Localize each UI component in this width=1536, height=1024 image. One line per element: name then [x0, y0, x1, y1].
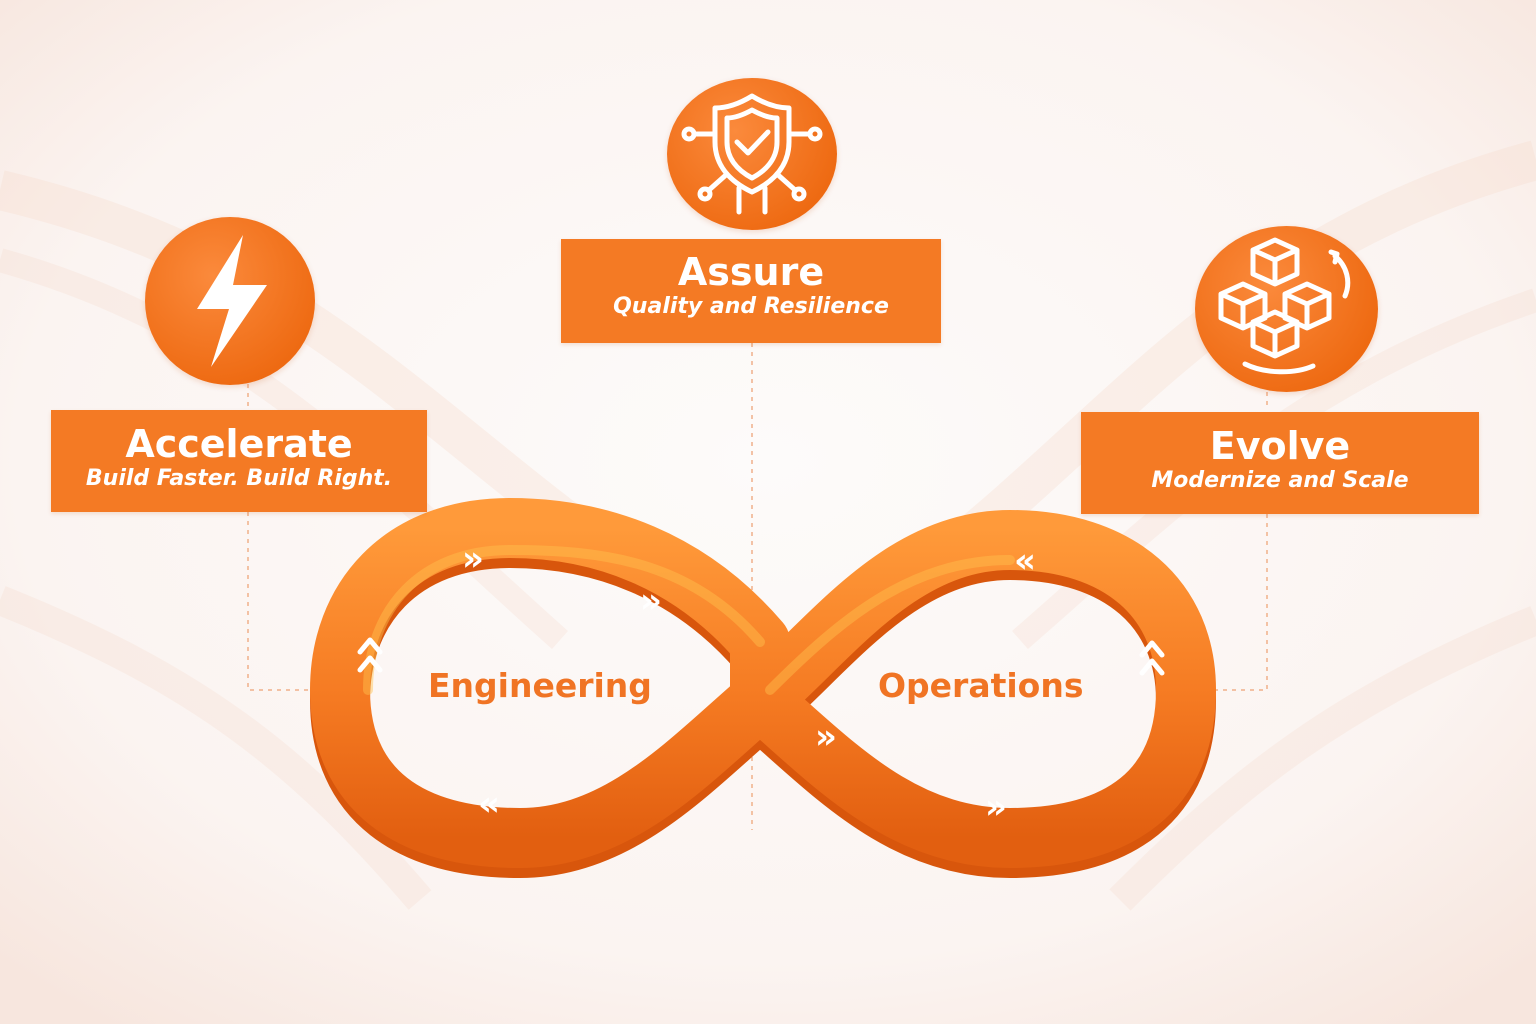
assure-label-box: Assure Quality and Resilience [561, 239, 941, 343]
accelerate-label-box: Accelerate Build Faster. Build Right. [51, 410, 427, 512]
lightning-bolt-icon [197, 235, 267, 367]
loop-arrow-2: » [640, 581, 662, 621]
loop-arrow-3: » [815, 717, 837, 757]
loop-arrow-4: » [985, 787, 1007, 827]
operations-label: Operations [878, 666, 1084, 705]
loop-arrow-up-right-1 [1139, 640, 1165, 658]
loop-arrow-up-left-1 [357, 637, 383, 655]
evolve-title: Evolve [1209, 424, 1351, 468]
loop-arrow-6: « [1014, 541, 1036, 581]
assure-title: Assure [677, 250, 825, 294]
evolve-subtitle: Modernize and Scale [1151, 468, 1409, 493]
loop-arrow-up-left-2 [357, 655, 383, 673]
accelerate-title: Accelerate [125, 422, 353, 466]
evolve-label-box: Evolve Modernize and Scale [1081, 412, 1479, 514]
loop-arrow-1: » [462, 539, 484, 579]
infinity-loop [310, 498, 1216, 878]
accelerate-subtitle: Build Faster. Build Right. [85, 466, 393, 491]
cubes-rotate-icon [1218, 237, 1351, 375]
shield-check-circuit-icon [681, 93, 823, 215]
evolve-icon-circle [1195, 226, 1378, 392]
loop-arrow-up-right-2 [1139, 658, 1165, 676]
loop-arrow-5: « [478, 784, 500, 824]
assure-icon-circle [667, 78, 837, 230]
assure-subtitle: Quality and Resilience [613, 294, 889, 319]
engineering-label: Engineering [428, 666, 652, 705]
accelerate-icon-circle [145, 217, 315, 385]
